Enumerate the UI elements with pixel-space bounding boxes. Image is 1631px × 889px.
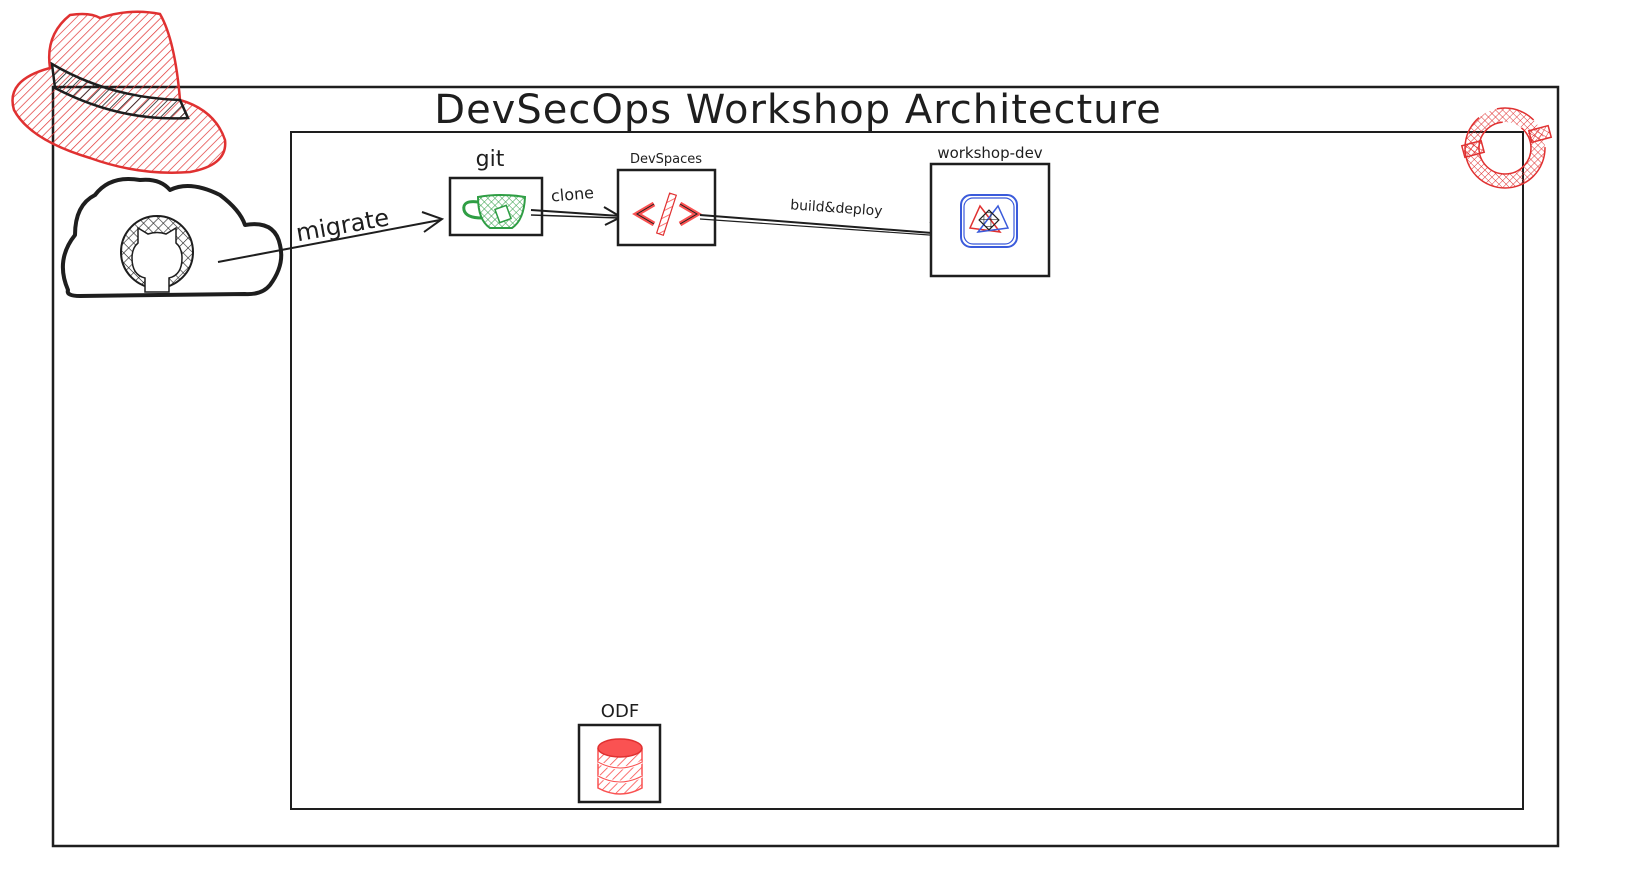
github-cloud <box>60 177 284 298</box>
git-node[interactable] <box>448 176 544 237</box>
openshift-logo-icon <box>1460 107 1553 189</box>
openshift-pipelines-icon <box>960 194 1018 248</box>
diagram-title: DevSecOps Workshop Architecture <box>434 87 1161 133</box>
devspaces-node[interactable] <box>616 168 717 247</box>
devspaces-label: DevSpaces <box>630 152 702 167</box>
redhat-hat-icon <box>11 10 227 174</box>
cluster-frame <box>290 131 1524 810</box>
workshop-dev-node[interactable] <box>929 162 1051 278</box>
workshop-dev-label: workshop-dev <box>937 144 1042 162</box>
clone-arrow <box>530 206 624 226</box>
build-deploy-arrow <box>699 214 963 246</box>
migrate-label: migrate <box>294 203 391 247</box>
outer-frame <box>51 85 1560 848</box>
git-label: git <box>476 147 505 172</box>
code-brackets-icon <box>632 192 702 236</box>
build-deploy-label: build&deploy <box>790 197 883 219</box>
github-icon <box>120 215 194 293</box>
migrate-arrow <box>217 211 445 263</box>
database-icon <box>597 738 643 795</box>
clone-label: clone <box>550 183 595 206</box>
gitea-teacup-icon <box>462 194 527 229</box>
odf-label: ODF <box>601 701 639 722</box>
odf-node[interactable] <box>577 723 662 804</box>
